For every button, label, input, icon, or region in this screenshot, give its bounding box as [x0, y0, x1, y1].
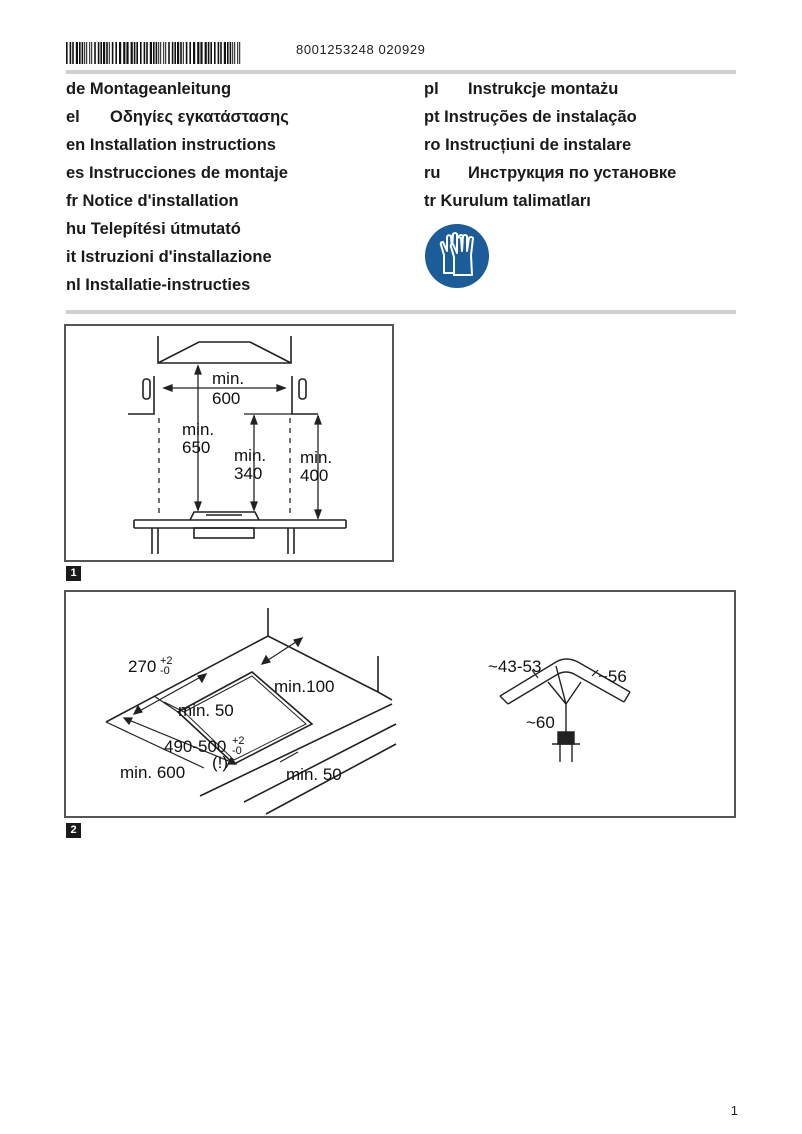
clamp-dim-b: ~56 [598, 667, 627, 686]
dim-side-min-label: min. [300, 448, 332, 467]
clamp-dim-a: ~43-53 [488, 657, 541, 676]
dim-depth-tol-upper: +2 [160, 655, 173, 667]
dim-cabinet-min-label: min. [234, 446, 266, 465]
barcode-number: 8001253248 020929 [296, 42, 426, 57]
figure-1-hood-clearance: min. 600 min. 650 min. 340 min. 400 [64, 324, 394, 562]
dim-front-clearance: min. 50 [178, 701, 234, 720]
dim-cabinet-height: 340 [234, 464, 262, 483]
lang-item-it: it Istruzioni d'installazione [66, 248, 272, 266]
dim-depth-tol-lower: -0 [160, 665, 170, 677]
dim-side-height: 400 [300, 466, 328, 485]
dim-hood-height: 650 [182, 438, 210, 457]
dim-depth-value: 270 [128, 657, 156, 676]
section-divider [66, 310, 736, 314]
figure-2-cutout: 270 +2 -0 min.100 min. 50 490-500 +2 -0 … [64, 590, 736, 818]
dim-side-clearance: min. 50 [286, 765, 342, 784]
dim-width-tol-lower: -0 [232, 745, 242, 757]
figure-1-number: 1 [66, 566, 81, 581]
lang-item-en: en Installation instructions [66, 136, 276, 154]
wear-gloves-icon [425, 224, 489, 288]
lang-item-fr: fr Notice d'installation [66, 192, 239, 210]
dim-min-label: min. [212, 369, 244, 388]
figure-1-drawing: min. 600 min. 650 min. 340 min. 400 [128, 336, 347, 554]
lang-item-nl: nl Installatie-instructies [66, 276, 251, 294]
lang-item-ro: ro Instrucțiuni de instalare [424, 136, 632, 154]
dim-worktop-depth: min. 600 [120, 763, 185, 782]
dim-hood-min-label: min. [182, 420, 214, 439]
lang-item-hu: hu Telepítési útmutató [66, 220, 241, 238]
dim-back-clearance: min.100 [274, 677, 334, 696]
dim-cutout-width: 490-500 [164, 737, 226, 756]
figure-2-drawing: 270 +2 -0 min.100 min. 50 490-500 +2 -0 … [105, 608, 631, 815]
clamp-dim-c: ~60 [526, 713, 555, 732]
page-number: 1 [730, 1103, 738, 1118]
lang-item-es: es Instrucciones de montaje [66, 164, 288, 182]
lang-item-de: de Montageanleitung [66, 80, 232, 98]
figure-2-number: 2 [66, 823, 81, 838]
dim-width-value: 600 [212, 389, 240, 408]
lang-item-tr: tr Kurulum talimatları [424, 192, 591, 210]
dim-width-tol-upper: +2 [232, 735, 245, 747]
warning-mark: (!) [212, 753, 228, 772]
top-divider [66, 70, 736, 74]
lang-item-pt: pt Instruções de instalação [424, 108, 637, 126]
barcode [66, 42, 241, 64]
